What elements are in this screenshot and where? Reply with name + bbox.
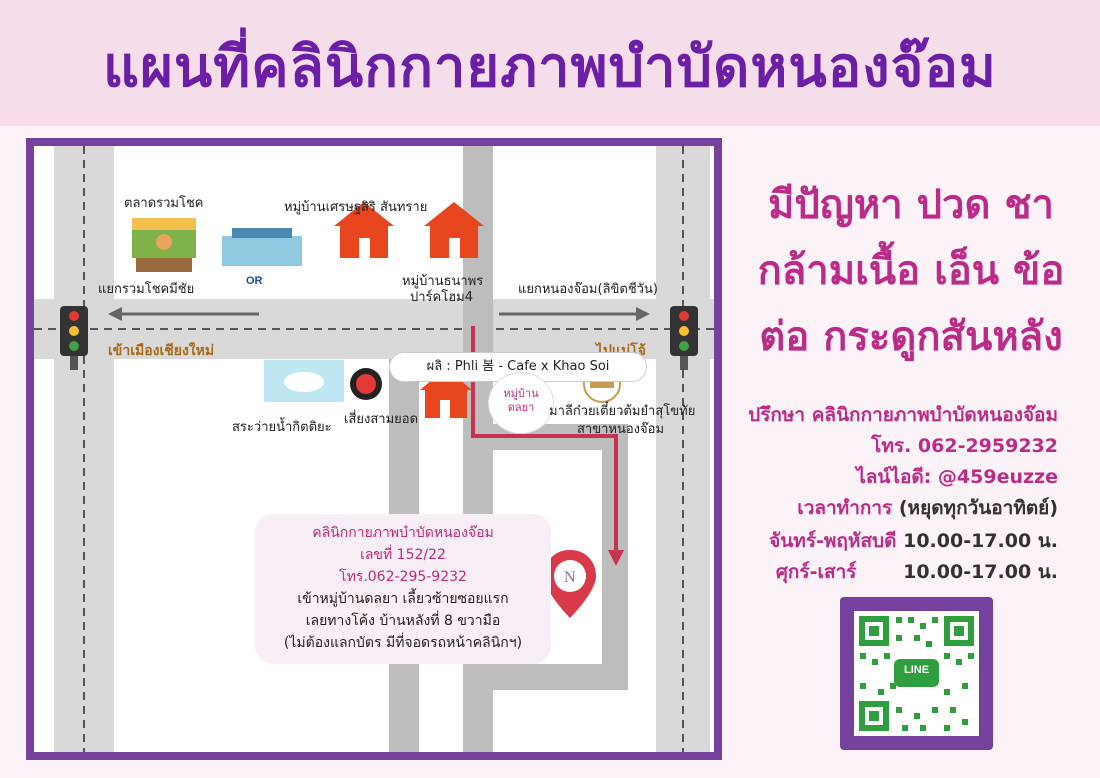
road-map: OR N xyxy=(34,146,714,752)
consult-text: ปรึกษา คลินิกกายภาพบำบัดหนองจ๊อม xyxy=(748,404,1058,426)
clinic-pin-icon: N xyxy=(544,550,596,618)
line-id[interactable]: ไลน์ไอดี: @459euzze xyxy=(856,466,1058,488)
symptom-line-2: กล้ามเนื้อ เอ็น ข้อ xyxy=(757,248,1065,294)
house-icon-setthasiri xyxy=(334,202,394,258)
label-noodle-branch: สาขาหนองจ๊อม xyxy=(577,422,665,437)
clinic-direction-1: เข้าหมู่บ้านดลยา เลี้ยวซ้ายซอยแรก xyxy=(297,591,509,607)
line-qr-code[interactable]: LINE xyxy=(840,597,993,750)
label-noodle: มาลีก๋วยเตี๋ยวต้มยำสุโขทัย xyxy=(549,404,696,419)
village-dalaya-line1: หมู่บ้าน xyxy=(503,387,539,400)
page-title: แผนที่คลินิกกายภาพบำบัดหนองจ๊อม xyxy=(103,35,997,100)
label-junction-nongjom: แยกหนองจ๊อม(ลิขิตชีวัน) xyxy=(518,282,658,297)
traffic-light-left xyxy=(60,306,88,370)
market-icon xyxy=(132,218,196,272)
traffic-light-right xyxy=(670,306,698,370)
label-park-home: ปาร์คโฮม4 xyxy=(410,290,473,305)
clinic-phone: โทร.062-295-9232 xyxy=(339,569,467,585)
clinic-direction-2: เลยทางโค้ง บ้านหลังที่ 8 ขวามือ xyxy=(305,613,501,629)
clinic-number: เลขที่ 152/22 xyxy=(360,547,446,563)
qr-pattern xyxy=(859,616,974,731)
label-samyot: เสี่ยงสามยอด xyxy=(344,412,419,427)
label-market: ตลาดรวมโชค xyxy=(124,196,204,211)
clinic-name: คลินิกกายภาพบำบัดหนองจ๊อม xyxy=(312,525,494,541)
clinic-info-box: คลินิกกายภาพบำบัดหนองจ๊อม เลขที่ 152/22 … xyxy=(255,514,551,664)
map-frame: OR N ตลาดรวมโชค หมู่บ้านเศรษฐสิริ สันทรา… xyxy=(26,138,722,760)
title-bar xyxy=(0,0,1100,126)
hours-time-2: 10.00-17.00 น. xyxy=(903,561,1058,583)
samyot-icon xyxy=(350,368,382,400)
hours-days-1: จันทร์-พฤหัสบดี xyxy=(769,530,897,552)
symptom-line-3: ต่อ กระดูกสันหลัง xyxy=(759,314,1063,360)
svg-text:OR: OR xyxy=(246,275,263,287)
clinic-direction-3: (ไม่ต้องแลกบัตร มีที่จอดรถหน้าคลินิกฯ) xyxy=(283,635,523,651)
house-icon-thanaphon xyxy=(424,202,484,258)
hours-label: เวลาทำการ xyxy=(797,497,893,519)
cafe-label: ผลิ : Phli 봄 - Cafe x Khao Soi xyxy=(389,352,647,382)
hours-row-1: จันทร์-พฤหัสบดี 10.00-17.00 น. xyxy=(728,526,1058,556)
label-junction-ruamchok: แยกรวมโชคมีชัย xyxy=(98,282,195,297)
label-village-thanaphon: หมู่บ้านธนาพร xyxy=(402,274,484,289)
village-dalaya-line2: ดลยา xyxy=(507,401,535,414)
pool-icon xyxy=(264,360,344,402)
hours-time-1: 10.00-17.00 น. xyxy=(903,530,1058,552)
symptom-text: มีปัญหา ปวด ชา กล้ามเนื้อ เอ็น ข้อ ต่อ ก… xyxy=(730,172,1092,370)
gas-station-icon: OR xyxy=(222,228,302,287)
village-dalaya-bubble: หมู่บ้าน ดลยา xyxy=(488,372,554,434)
line-badge: LINE xyxy=(903,664,930,676)
symptom-line-1: มีปัญหา ปวด ชา xyxy=(768,182,1054,228)
hours-days-2: ศุกร์-เสาร์ xyxy=(775,561,857,583)
label-to-city: เข้าเมืองเชียงใหม่ xyxy=(108,343,215,359)
hours-row-2: ศุกร์-เสาร์ 10.00-17.00 น. xyxy=(728,557,1058,587)
label-village-setthasiri: หมู่บ้านเศรษฐสิริ สันทราย xyxy=(284,200,428,215)
hours-heading: เวลาทำการ (หยุดทุกวันอาทิตย์) xyxy=(728,493,1058,523)
qr-code-image: LINE xyxy=(854,611,979,736)
closed-note: (หยุดทุกวันอาทิตย์) xyxy=(898,497,1058,519)
svg-text:N: N xyxy=(564,569,576,586)
contact-phone[interactable]: โทร. 062-2959232 xyxy=(871,435,1058,457)
label-pool: สระว่ายน้ำกิตติยะ xyxy=(232,420,332,435)
